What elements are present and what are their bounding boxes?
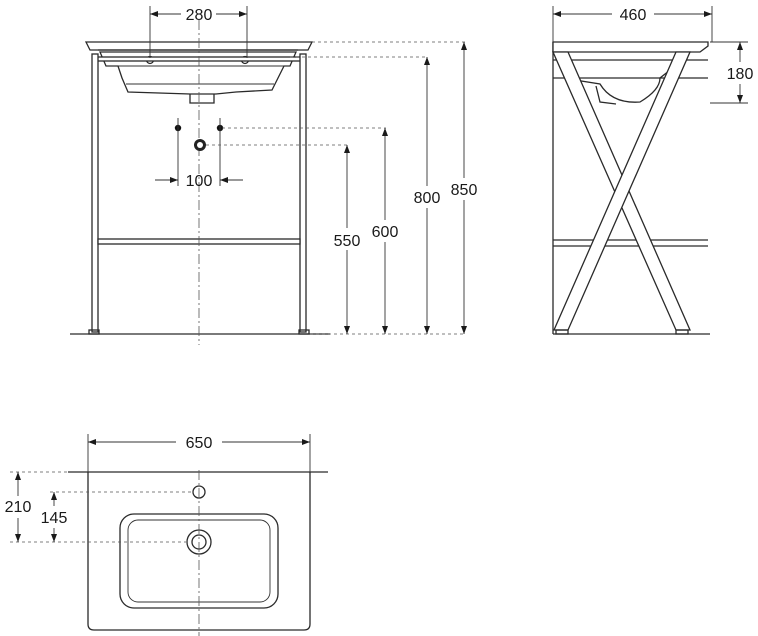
dim-depth: 460 bbox=[620, 7, 647, 24]
top-countertop bbox=[87, 472, 311, 631]
dim-tap-spacing: 280 bbox=[186, 7, 213, 24]
dim-tap-offset: 210 bbox=[5, 499, 32, 516]
dim-waste-spacing: 100 bbox=[186, 173, 213, 190]
side-view: 460 180 bbox=[552, 6, 754, 335]
front-foot-right bbox=[298, 329, 310, 335]
top-view: 650 210 145 bbox=[5, 434, 328, 636]
dim-width: 650 bbox=[186, 435, 213, 452]
side-foot-right bbox=[675, 329, 689, 335]
front-view: 280 100 550 600 800 bbox=[70, 6, 481, 345]
side-countertop bbox=[552, 41, 709, 53]
dim-total-height: 850 bbox=[451, 182, 478, 199]
front-waste-inner bbox=[197, 142, 203, 148]
front-foot-left bbox=[88, 329, 100, 335]
dim-basin-depth: 180 bbox=[727, 66, 754, 83]
dim-drain-offset: 145 bbox=[41, 510, 68, 527]
dim-waste-height: 550 bbox=[334, 233, 361, 250]
front-leg-right bbox=[299, 53, 307, 333]
front-top-rail bbox=[95, 56, 305, 62]
dim-supply-height: 600 bbox=[372, 224, 399, 241]
front-drain-stub bbox=[189, 94, 215, 104]
side-foot-left bbox=[555, 329, 569, 335]
dim-basin-height: 800 bbox=[414, 190, 441, 207]
front-leg-left bbox=[91, 53, 99, 333]
